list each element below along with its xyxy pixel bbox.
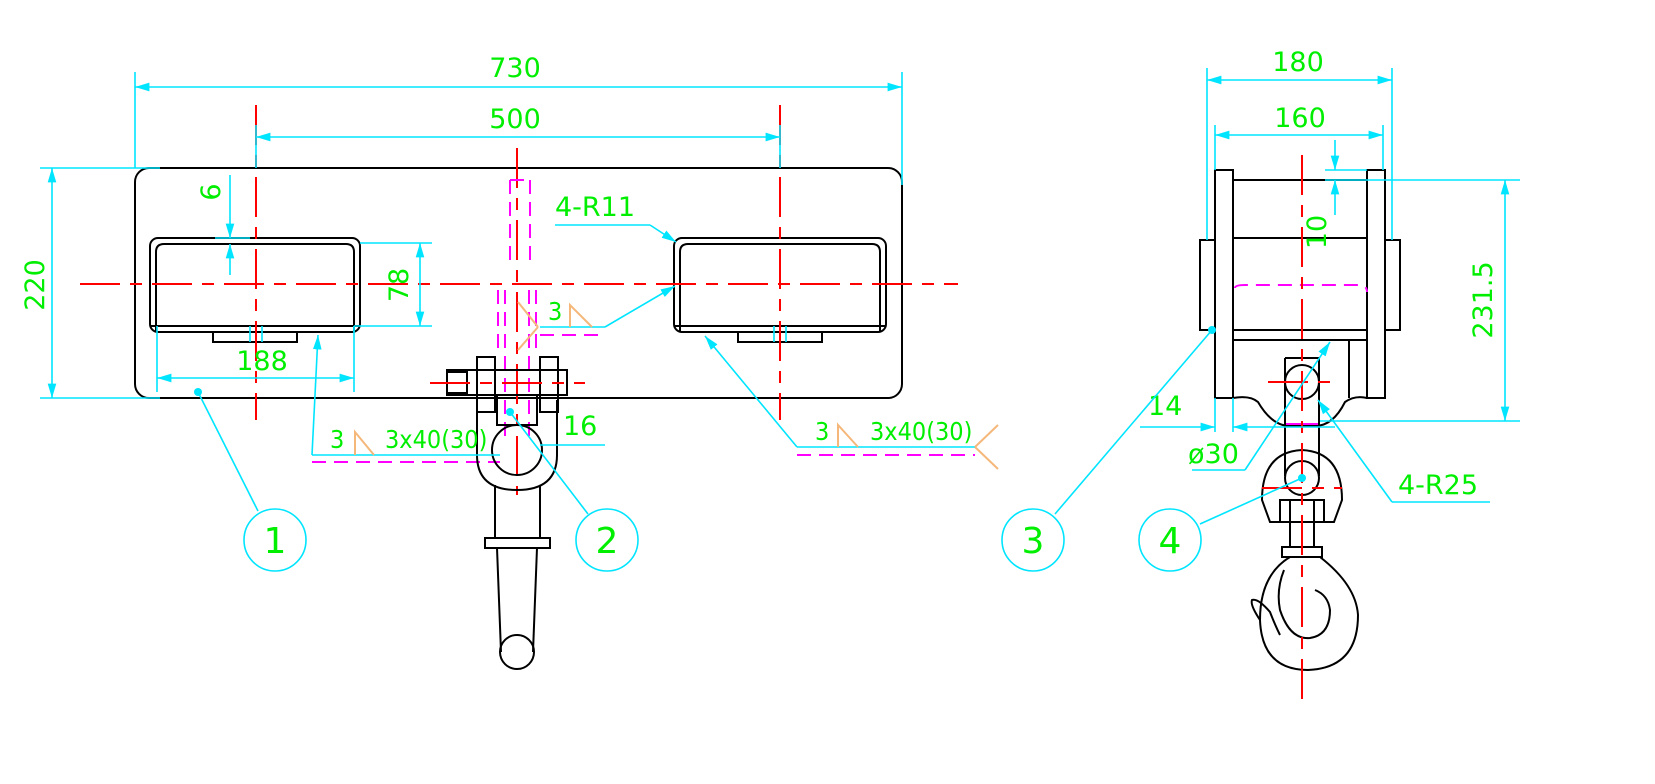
side-view: 180 160 10 231.5 14 ø30 4-R25 [1140,47,1520,700]
weld-triangle-icon [354,429,375,456]
dim-231-5: 231.5 [1468,261,1499,338]
svg-text:2: 2 [596,521,619,562]
dim-180: 180 [1272,47,1324,78]
weld-left: 3 3x40(30) [311,334,500,456]
balloon-3: 3 [1001,326,1216,572]
dim-730: 730 [489,53,541,84]
svg-text:1: 1 [264,521,287,562]
dim-188: 188 [236,346,288,377]
weld-triangle-icon [837,422,999,470]
hidden-lines [312,179,975,463]
shackle [430,356,585,670]
front-dimensions: 730 500 220 6 78 188 4-R11 16 [20,53,903,446]
dim-160: 160 [1274,103,1326,134]
dim-6: 6 [196,183,227,200]
svg-text:4: 4 [1159,521,1182,562]
balloon-4: 4 [1138,474,1306,572]
weld-center: 3 [517,285,676,351]
centerlines [80,105,958,495]
front-view: 730 500 220 6 78 188 4-R11 16 [20,53,999,670]
weld-spec: 3x40(30) [870,417,972,446]
weld-size: 3 [330,425,344,454]
weld-triangle-icon [517,301,593,351]
weld-right: 3 3x40(30) [704,335,999,470]
dim-14: 14 [1148,391,1182,422]
dim-dia-30: ø30 [1188,439,1239,470]
dim-500: 500 [489,104,541,135]
dim-4-r11: 4-R11 [555,192,635,223]
weld-spec: 3x40(30) [385,425,487,454]
balloon-2: 2 [506,408,639,572]
weld-size: 3 [548,297,562,326]
dim-16: 16 [563,411,597,442]
dim-4-r25: 4-R25 [1398,470,1478,501]
balloon-1: 1 [194,388,307,572]
hook [1250,448,1360,672]
dim-78: 78 [384,268,415,302]
dim-10: 10 [1302,215,1333,249]
dim-220: 220 [20,259,51,311]
svg-text:3: 3 [1022,521,1045,562]
side-dimensions: 180 160 10 231.5 14 ø30 4-R25 [1140,47,1520,503]
weld-size: 3 [815,417,829,446]
